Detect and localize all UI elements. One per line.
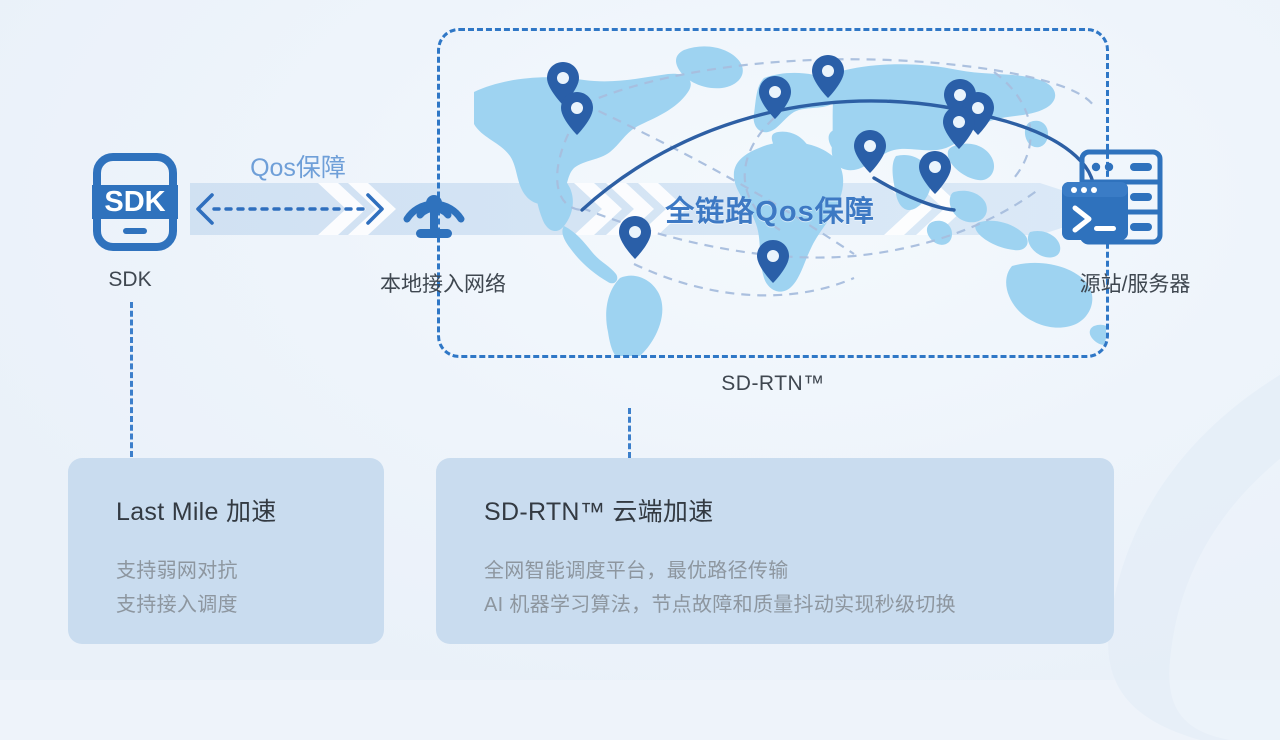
sdk-device-icon: SDK <box>92 153 178 251</box>
sd-rtn-region-label: SD-RTN™ <box>721 372 825 395</box>
sd-rtn-cloud-card-line-2: AI 机器学习算法，节点故障和质量抖动实现秒级切换 <box>484 594 956 616</box>
last-mile-card: Last Mile 加速 支持弱网对抗 支持接入调度 <box>68 458 384 644</box>
server-terminal-icon <box>1062 149 1163 245</box>
access-network-node-label: 本地接入网络 <box>380 273 506 296</box>
sdk-node-label: SDK <box>108 268 152 291</box>
origin-server-node-label: 源站/服务器 <box>1079 273 1191 296</box>
sd-rtn-cloud-card-title: SD-RTN™ 云端加速 <box>484 498 714 526</box>
sd-rtn-cloud-card-line-1: 全网智能调度平台，最优路径传输 <box>484 560 789 582</box>
antenna-tower-icon <box>403 195 465 238</box>
background-swoosh <box>1108 375 1280 740</box>
last-mile-card-title: Last Mile 加速 <box>116 498 277 526</box>
connector-sdrtn-to-cloud-card <box>628 408 631 458</box>
last-mile-card-line-1: 支持弱网对抗 <box>116 560 238 582</box>
world-map <box>440 30 1106 356</box>
qos-guarantee-label: Qos保障 <box>250 154 346 182</box>
map-pins <box>547 55 994 283</box>
diagram-canvas: SD-RTN™ 全链路Qos保障 Qos保障 SDK SDK 本地接入网络 <box>0 0 1280 680</box>
sd-rtn-cloud-card: SD-RTN™ 云端加速 全网智能调度平台，最优路径传输 AI 机器学习算法，节… <box>436 458 1114 644</box>
bidirectional-dotted-arrow <box>196 193 384 225</box>
full-link-qos-banner-label: 全链路Qos保障 <box>665 196 875 228</box>
svg-text:SDK: SDK <box>104 186 165 218</box>
last-mile-card-line-2: 支持接入调度 <box>116 594 238 616</box>
connector-sdk-to-last-mile-card <box>130 302 133 457</box>
